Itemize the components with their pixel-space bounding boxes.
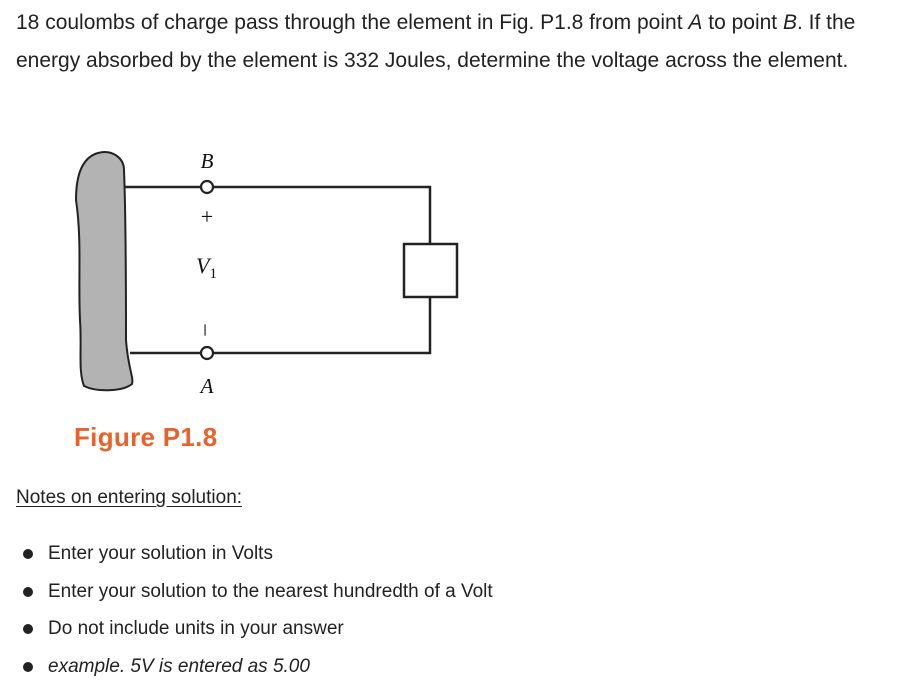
minus-sign: – (195, 324, 220, 337)
list-item-text: Do not include units in your answer (48, 618, 344, 639)
terminal-a (199, 345, 215, 361)
plus-sign: + (201, 204, 213, 229)
list-item-text: Enter your solution in Volts (48, 543, 273, 564)
figure-caption: Figure P1.8 (74, 422, 218, 452)
problem-text-1: 18 coulombs of charge pass through the e… (16, 11, 689, 34)
problem-statement: 18 coulombs of charge pass through the e… (16, 4, 896, 80)
bullet-icon (23, 549, 33, 559)
bullet-icon (23, 586, 33, 597)
list-item: example. 5V is entered as 5.00 (0, 648, 493, 686)
voltage-label: V1 (196, 253, 217, 282)
voltage-symbol: V (196, 253, 212, 278)
point-b-label: B (782, 11, 797, 34)
bullet-icon (23, 624, 33, 634)
notes-list: Enter your solution in Volts Enter your … (0, 535, 493, 685)
terminal-b (199, 179, 215, 195)
list-item-text: example. 5V is entered as 5.00 (48, 655, 310, 677)
list-item: Enter your solution to the nearest hundr… (0, 573, 493, 611)
list-item: Enter your solution in Volts (0, 535, 493, 573)
problem-text-3: . If the energy absorbed by the element … (16, 11, 856, 72)
list-item: Do not include units in your answer (0, 610, 493, 648)
notes-title: Notes on entering solution: (16, 487, 243, 508)
bullet-icon (23, 661, 33, 672)
label-b: B (201, 149, 214, 173)
load-box (402, 242, 459, 299)
element-blob (74, 151, 134, 392)
point-a-label: A (688, 11, 703, 34)
list-item-text: Enter your solution to the nearest hundr… (48, 580, 493, 602)
label-a: A (199, 374, 214, 398)
circuit-figure: B + V1 – A (60, 140, 480, 410)
circuit-diagram: B + V1 – A (74, 149, 459, 398)
problem-text-2: to point (702, 11, 783, 34)
voltage-subscript: 1 (209, 266, 217, 282)
